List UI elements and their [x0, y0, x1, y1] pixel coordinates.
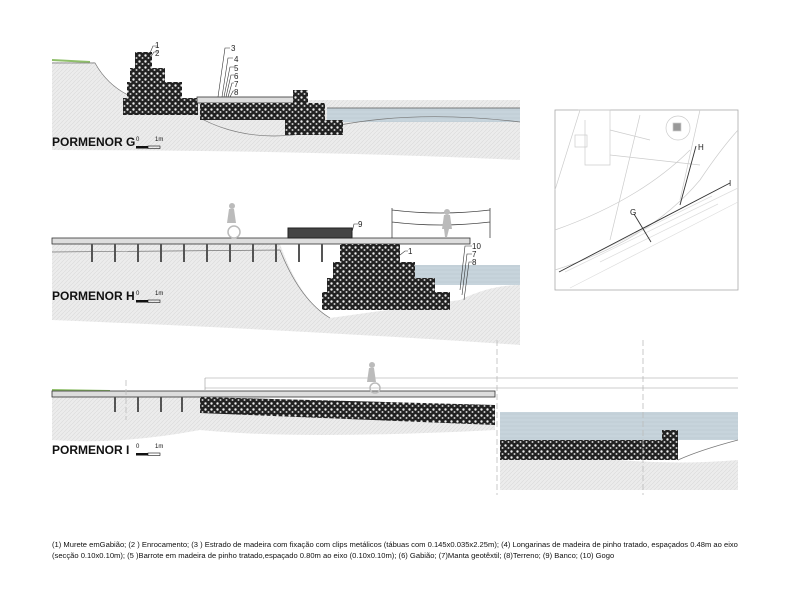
detail-title: PORMENOR H: [52, 289, 135, 303]
wheelchair-user-icon: [367, 362, 381, 394]
key-plan: H I G: [554, 109, 739, 291]
gabion-wall: [200, 397, 495, 425]
section-mark-g: G: [630, 208, 636, 217]
callout-label: 10: [472, 242, 481, 251]
callout-label: 7: [472, 250, 477, 259]
detail-title: PORMENOR I: [52, 443, 130, 457]
scale-bars: [136, 145, 161, 456]
callout-label: 1: [408, 247, 413, 256]
scale-end: 1m: [155, 137, 164, 143]
callout-label: 5: [234, 64, 239, 73]
railing: [391, 208, 491, 238]
gabion-base: [500, 440, 665, 460]
callout-label: 8: [234, 88, 239, 97]
section-mark-i: I: [729, 179, 731, 188]
section-h: 9 1 10 7 8: [51, 203, 520, 345]
callout-lines: [149, 45, 234, 98]
callout-label: 9: [358, 220, 363, 229]
callout-label: 8: [472, 258, 477, 267]
gabion-stack: [322, 244, 450, 310]
gabion-stack-left: [123, 52, 198, 115]
callout-label: 1: [155, 41, 160, 50]
callout-label: 4: [234, 55, 239, 64]
scale-start: 0: [136, 291, 140, 297]
scale-end: 1m: [155, 444, 164, 450]
posts: [91, 244, 323, 262]
callout-label: 3: [231, 44, 236, 53]
bench: [287, 227, 353, 239]
callout-label: 7: [234, 80, 239, 89]
person-figure-icon: [442, 209, 452, 237]
legend-caption: (1) Murete emGabião; (2 ) Enrocamento; (…: [52, 540, 738, 560]
callout-label: 2: [155, 49, 160, 58]
scale-end: 1m: [155, 291, 164, 297]
deck: [51, 390, 496, 398]
detail-title: PORMENOR G: [52, 135, 136, 149]
section-i: [51, 340, 739, 495]
water: [500, 412, 738, 440]
wheelchair-user-icon: [227, 203, 241, 239]
water: [327, 108, 520, 122]
deck: [51, 237, 471, 245]
scale-start: 0: [136, 137, 140, 143]
gabion-block: [662, 430, 678, 460]
scale-start: 0: [136, 444, 140, 450]
section-g: 1 2 3 4 5 6 7 8: [51, 41, 521, 160]
gabion-stack-right: [200, 90, 343, 135]
section-mark-h: H: [698, 143, 704, 152]
callout-label: 6: [234, 72, 239, 81]
deck: [196, 96, 306, 104]
break-line: [125, 340, 644, 495]
